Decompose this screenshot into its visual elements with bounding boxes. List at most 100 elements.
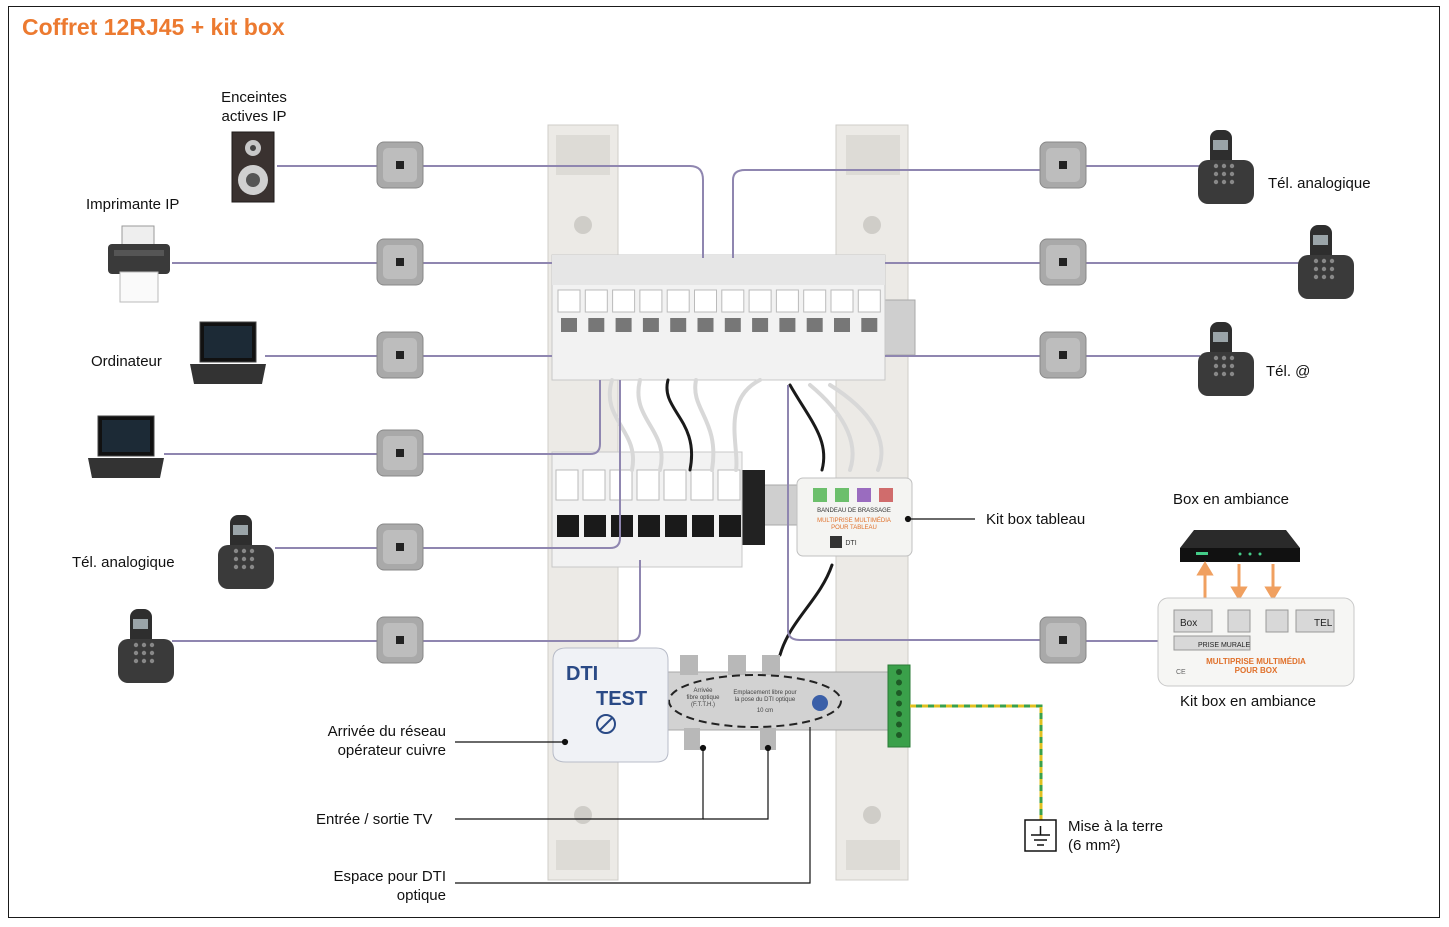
diagram-title: Coffret 12RJ45 + kit box	[22, 14, 285, 40]
rj45-port	[861, 318, 878, 332]
diagram-frame	[8, 6, 1440, 918]
cable-line	[423, 380, 621, 549]
phone-key	[133, 650, 139, 656]
mid-module-slot	[555, 469, 579, 501]
rj45-jack	[1059, 161, 1067, 169]
rj45-jack	[396, 161, 404, 169]
phone-key	[1213, 355, 1219, 361]
svg-text:MULTIPRISE MULTIMÉDIA: MULTIPRISE MULTIMÉDIA	[1206, 657, 1306, 666]
rj45-port	[584, 515, 606, 537]
rj45-port	[561, 318, 577, 332]
svg-text:DTI: DTI	[566, 663, 598, 685]
label-box-en-ambiance: Box en ambiance	[1173, 491, 1289, 508]
phone-key	[1221, 363, 1227, 369]
svg-text:10 cm: 10 cm	[757, 708, 773, 714]
svg-text:TEST: TEST	[596, 688, 647, 710]
telephone-icon	[1298, 225, 1354, 299]
rj45-jack	[396, 543, 404, 551]
phone-key	[1329, 258, 1335, 264]
telephone-icon	[218, 515, 274, 589]
top-module-slot	[803, 289, 827, 313]
rj45-port	[779, 318, 796, 332]
label-tel-at: Tél. @	[1266, 363, 1311, 380]
phone-key	[249, 556, 255, 562]
phone-key	[241, 556, 247, 562]
rj45-port	[615, 318, 632, 332]
phone-key	[1313, 274, 1319, 280]
top-module-slot	[748, 289, 772, 313]
rj45-port	[670, 318, 687, 332]
label-espace-line2: optique	[396, 887, 446, 904]
rj45-port	[642, 318, 659, 332]
top-module-slot	[612, 289, 636, 313]
svg-text:fibre optique: fibre optique	[686, 695, 720, 701]
phone-key	[1221, 171, 1227, 177]
svg-text:Emplacement libre pour: Emplacement libre pour	[733, 690, 796, 696]
kit-box-tableau: BANDEAU DE BRASSAGE MULTIPRISE MULTIMÉDI…	[796, 477, 913, 557]
telephone-icon	[1198, 322, 1254, 396]
svg-text:Box: Box	[1180, 618, 1197, 629]
rj45-port	[611, 515, 633, 537]
label-imprimante: Imprimante IP	[86, 196, 180, 213]
rj45-jack	[1059, 636, 1067, 644]
label-mise-terre-line1: Mise à la terre	[1068, 818, 1164, 835]
phone-key	[141, 650, 147, 656]
label-arrivee-line1: Arrivée du réseau	[327, 723, 446, 740]
phone-key	[149, 658, 155, 664]
phone-key	[233, 556, 239, 562]
mid-module-slot	[636, 469, 660, 501]
svg-text:DTI: DTI	[845, 540, 856, 547]
phone-key	[1229, 363, 1235, 369]
label-tel-analogique-left: Tél. analogique	[72, 554, 175, 571]
rail-end-stop	[740, 470, 765, 545]
phone-key	[149, 650, 155, 656]
telephone-icon	[1198, 130, 1254, 204]
svg-text:MULTIPRISE MULTIMÉDIA: MULTIPRISE MULTIMÉDIA	[817, 517, 891, 524]
mid-module-slot	[717, 469, 741, 501]
cable-lines	[164, 165, 1300, 642]
laptop-icon-2	[88, 415, 164, 478]
top-module-slot	[584, 289, 608, 313]
handset-screen	[133, 619, 148, 629]
cable-line	[787, 385, 1040, 641]
phone-key	[1229, 371, 1235, 377]
terminal-screw	[896, 700, 902, 707]
connection-arrows	[1196, 561, 1282, 601]
rj45-port	[724, 318, 741, 332]
phone-key	[241, 548, 247, 554]
ground-wire	[910, 704, 1043, 820]
svg-text:TEL: TEL	[1314, 618, 1333, 629]
phone-key	[1213, 179, 1219, 185]
mid-module-slot	[663, 469, 687, 501]
label-enceintes-line1: Enceintes	[221, 89, 287, 106]
top-module-slot	[857, 289, 881, 313]
label-enceintes: Enceintes actives IP	[205, 88, 303, 126]
terminal-screw	[896, 711, 902, 717]
terminal-screw	[896, 690, 902, 696]
rj45-port	[697, 318, 714, 332]
rj45-jack	[1059, 351, 1067, 359]
label-ordinateur: Ordinateur	[91, 353, 162, 370]
top-module-slot	[557, 289, 581, 313]
terminal-screw	[896, 669, 902, 675]
phone-key	[233, 548, 239, 554]
label-enceintes-line2: actives IP	[221, 108, 287, 125]
phone-key	[1321, 274, 1327, 280]
bottom-din-rail: Arrivée fibre optique (F.T.T.H.) Emplace…	[639, 655, 891, 750]
mid-module-slot	[582, 469, 606, 501]
phone-key	[1321, 266, 1327, 272]
top-module-slot	[830, 289, 854, 313]
cable-line	[732, 169, 1040, 258]
telephone-icon	[118, 609, 174, 683]
label-mise-terre: Mise à la terre (6 mm²)	[1068, 817, 1163, 855]
rj45-jack	[396, 351, 404, 359]
phone-key	[1213, 171, 1219, 177]
mid-module-slot	[690, 469, 714, 501]
rj45-port	[588, 318, 605, 332]
rj45-port	[834, 318, 850, 332]
speaker-icon	[231, 131, 275, 203]
top-module-slot	[721, 289, 745, 313]
phone-key	[1321, 258, 1327, 264]
kit-box-ambiance: Box TEL PRISE MURALE MULTIPRISE MULTIMÉD…	[1157, 597, 1355, 687]
dti-box: DTI TEST	[552, 647, 669, 763]
